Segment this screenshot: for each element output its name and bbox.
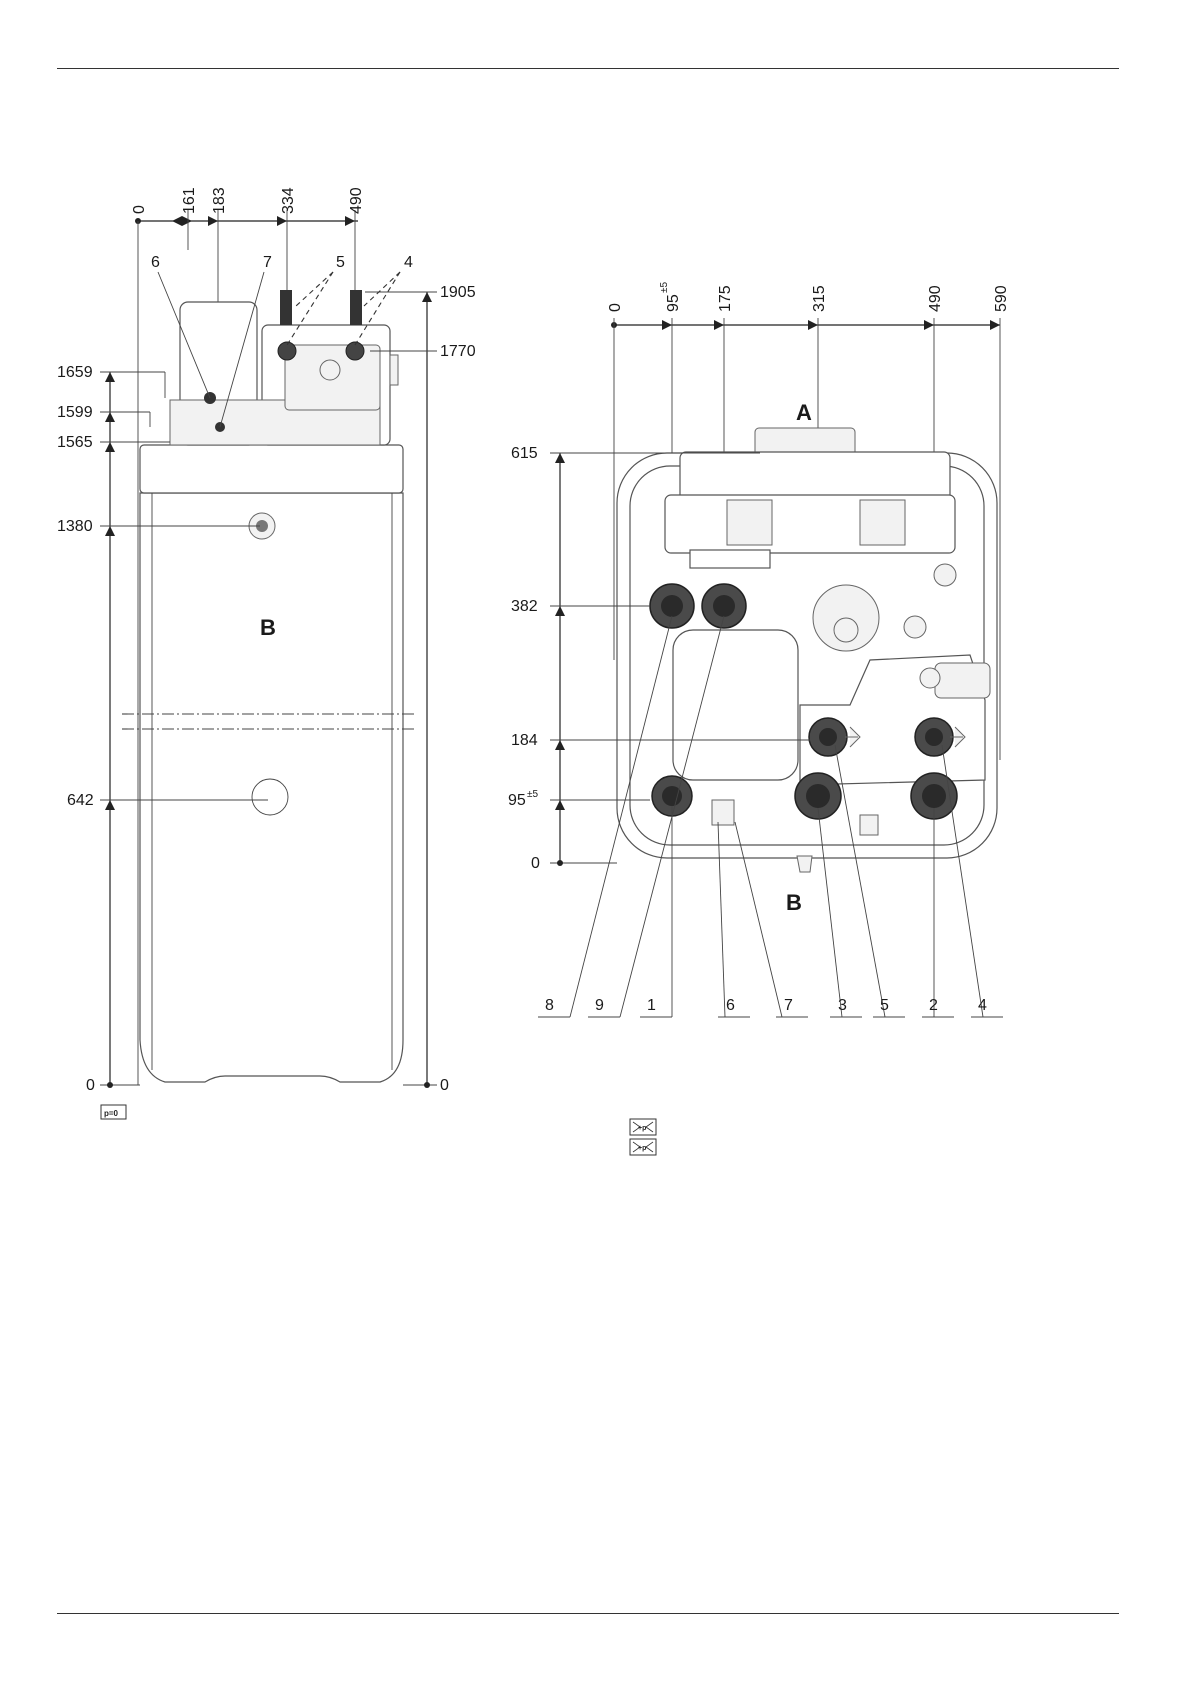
right-dim-0: 0 — [440, 1077, 449, 1094]
rleft-dim-615: 615 — [511, 445, 538, 462]
rcallout-3: 3 — [838, 997, 847, 1014]
top-dim-161: 161 — [181, 187, 198, 214]
left-dim-0: 0 — [86, 1077, 95, 1094]
pressure-icon-2: +p — [630, 1139, 656, 1155]
rcallout-6: 6 — [726, 997, 735, 1014]
label-b-right: B — [786, 890, 802, 915]
pressure-icon-1-text: +p — [638, 1125, 646, 1132]
label-a: A — [796, 400, 812, 425]
top-dim-183: 183 — [211, 187, 228, 214]
rtop-dim-175: 175 — [717, 285, 734, 312]
pressure-icon-2-text: +p — [638, 1145, 646, 1152]
right-view: 0 95 ±5 175 315 490 590 — [508, 282, 1010, 1155]
rleft-dim-382: 382 — [511, 598, 538, 615]
rtop-dim-490: 490 — [927, 285, 944, 312]
pressure-icon-1: +p — [630, 1119, 656, 1135]
label-b-left: B — [260, 615, 276, 640]
rtop-dim-95: 95 — [665, 294, 682, 312]
right-dim-1770: 1770 — [440, 343, 476, 360]
left-dim-1565: 1565 — [57, 434, 93, 451]
rcallout-7: 7 — [784, 997, 793, 1014]
top-dim-490: 490 — [348, 187, 365, 214]
left-dim-1599: 1599 — [57, 404, 93, 421]
rtop-dim-0: 0 — [607, 303, 624, 312]
rleft-dim-0: 0 — [531, 855, 540, 872]
left-dim-1380: 1380 — [57, 518, 93, 535]
rcallout-8: 8 — [545, 997, 554, 1014]
top-dim-0: 0 — [131, 205, 148, 214]
rtop-dim-315: 315 — [811, 285, 828, 312]
callout-7: 7 — [263, 254, 272, 271]
rcallout-4: 4 — [978, 997, 987, 1014]
left-view: 0 161 183 334 490 — [57, 187, 476, 1119]
rcallout-2: 2 — [929, 997, 938, 1014]
rtop-tolerance: ±5 — [659, 282, 670, 293]
top-dim-334: 334 — [280, 187, 297, 214]
callout-4: 4 — [404, 254, 413, 271]
pressure-label: p=0 — [104, 1109, 119, 1118]
rcallout-5: 5 — [880, 997, 889, 1014]
callout-5: 5 — [336, 254, 345, 271]
right-dim-1905: 1905 — [440, 284, 476, 301]
left-dim-1659: 1659 — [57, 364, 93, 381]
rleft-dim-184: 184 — [511, 732, 538, 749]
rtop-dim-590: 590 — [993, 285, 1010, 312]
callout-6: 6 — [151, 254, 160, 271]
left-dim-642: 642 — [67, 792, 94, 809]
rcallout-1: 1 — [647, 997, 656, 1014]
rleft-dim-95: 95 — [508, 792, 526, 809]
rleft-tolerance: ±5 — [527, 789, 538, 800]
rcallout-9: 9 — [595, 997, 604, 1014]
